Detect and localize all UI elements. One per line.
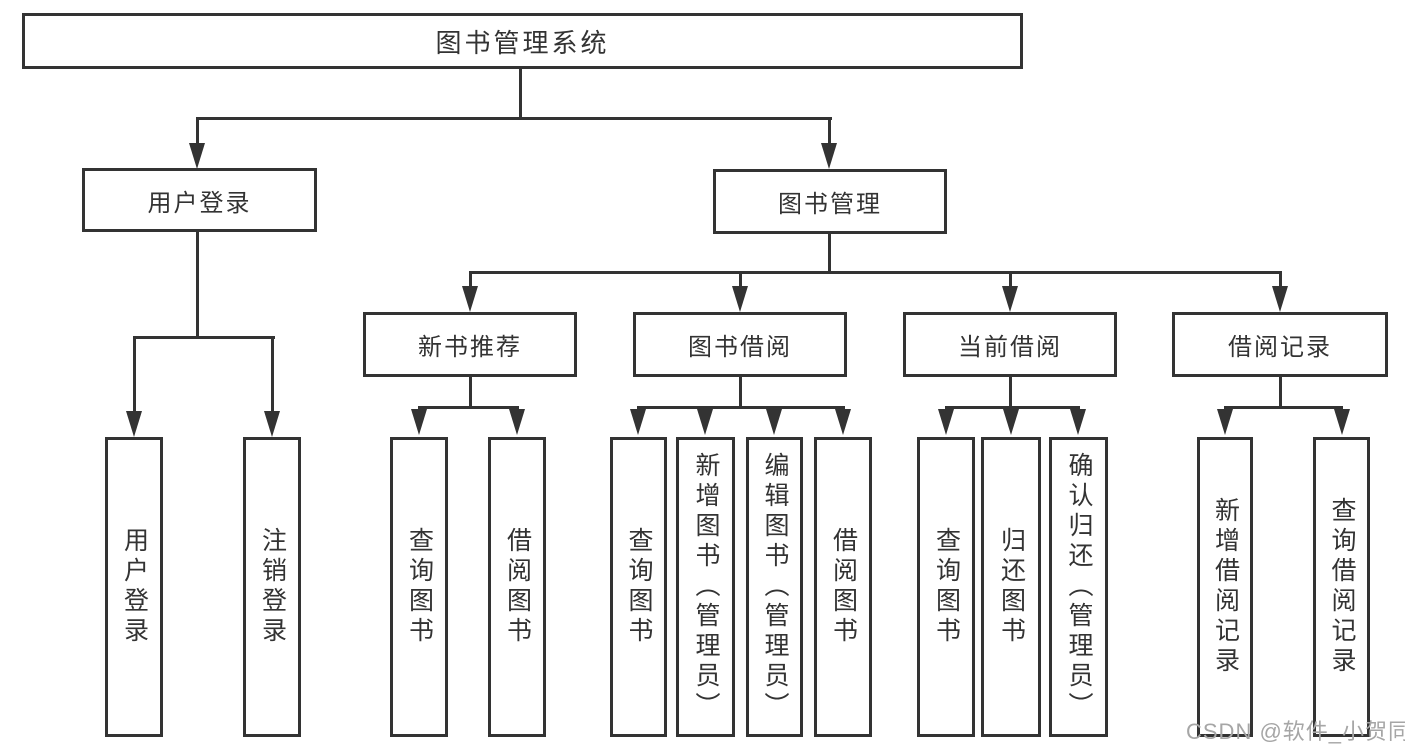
node-book-management: 图书管理 [713, 169, 947, 234]
connector-line [133, 336, 275, 339]
arrow-down-icon [732, 286, 748, 312]
node-label: 查询借阅记录 [1328, 497, 1356, 677]
node-borrow-records: 借阅记录 [1172, 312, 1388, 377]
arrow-down-icon [126, 411, 142, 437]
node-label: 图书管理系统 [435, 27, 610, 58]
node-root-system: 图书管理系统 [22, 13, 1023, 69]
node-label: 查询图书 [932, 527, 961, 647]
connector-line [469, 271, 1282, 274]
node-label: 图书管理 [778, 191, 882, 218]
arrow-down-icon [411, 409, 427, 435]
leaf-return-books: 归还图书 [981, 437, 1041, 737]
node-label: 编辑图书（管理员） [761, 452, 789, 722]
leaf-query-borrow-record: 查询借阅记录 [1313, 437, 1370, 737]
watermark: CSDN @软件_小贺同学 [1186, 719, 1405, 744]
leaf-add-borrow-record: 新增借阅记录 [1197, 437, 1253, 737]
node-label: 借阅图书 [829, 527, 858, 647]
arrow-down-icon [938, 409, 954, 435]
arrow-down-icon [1272, 286, 1288, 312]
connector-line [1279, 271, 1282, 291]
connector-line [828, 232, 831, 274]
arrow-down-icon [1217, 409, 1233, 435]
arrow-down-icon [189, 143, 205, 169]
arrow-down-icon [462, 286, 478, 312]
arrow-down-icon [766, 409, 782, 435]
leaf-query-books-recommend: 查询图书 [390, 437, 448, 737]
connector-line [1279, 375, 1282, 408]
node-label: 当前借阅 [958, 334, 1062, 361]
leaf-borrow-books-recommend: 借阅图书 [488, 437, 546, 737]
arrow-down-icon [630, 409, 646, 435]
connector-line [637, 406, 845, 409]
node-new-book-recommend: 新书推荐 [363, 312, 577, 377]
arrow-down-icon [509, 409, 525, 435]
node-label: 用户登录 [147, 189, 252, 217]
connector-line [945, 406, 1080, 409]
leaf-query-books-borrow: 查询图书 [610, 437, 667, 737]
node-book-borrow: 图书借阅 [633, 312, 847, 377]
node-label: 新增图书（管理员） [692, 452, 720, 722]
arrow-down-icon [1002, 286, 1018, 312]
connector-line [196, 230, 199, 338]
node-label: 新增借阅记录 [1211, 497, 1240, 677]
arrow-down-icon [821, 143, 837, 169]
node-label: 用户登录 [120, 527, 149, 647]
leaf-logout: 注销登录 [243, 437, 301, 737]
node-current-borrow: 当前借阅 [903, 312, 1117, 377]
connector-line [739, 271, 742, 291]
connector-line [469, 375, 472, 408]
leaf-confirm-return-admin: 确认归还（管理员） [1049, 437, 1108, 737]
arrow-down-icon [1334, 409, 1350, 435]
node-label: 注销登录 [258, 527, 287, 647]
connector-line [271, 336, 274, 416]
connector-line [1009, 271, 1012, 291]
connector-line [828, 117, 831, 147]
arrow-down-icon [835, 409, 851, 435]
node-label: 查询图书 [625, 527, 653, 647]
leaf-borrow-books: 借阅图书 [814, 437, 872, 737]
connector-line [196, 117, 199, 147]
node-label: 确认归还（管理员） [1065, 452, 1093, 722]
connector-line [519, 66, 522, 119]
node-label: 借阅记录 [1228, 334, 1332, 361]
connector-line [1224, 406, 1343, 409]
connector-line [418, 406, 519, 409]
leaf-add-books-admin: 新增图书（管理员） [676, 437, 735, 737]
leaf-user-login: 用户登录 [105, 437, 163, 737]
arrow-down-icon [1070, 409, 1086, 435]
connector-line [469, 271, 472, 291]
connector-line [739, 375, 742, 408]
arrow-down-icon [697, 409, 713, 435]
node-label: 借阅图书 [503, 527, 532, 647]
connector-line [133, 336, 136, 416]
node-label: 新书推荐 [418, 334, 522, 361]
arrow-down-icon [1003, 409, 1019, 435]
node-user-login: 用户登录 [82, 168, 317, 232]
node-label: 图书借阅 [688, 334, 792, 361]
node-label: 查询图书 [405, 527, 434, 647]
arrow-down-icon [264, 411, 280, 437]
connector-line [1009, 375, 1012, 408]
leaf-query-books-current: 查询图书 [917, 437, 975, 737]
leaf-edit-books-admin: 编辑图书（管理员） [746, 437, 803, 737]
connector-line [196, 117, 832, 120]
node-label: 归还图书 [997, 527, 1026, 647]
